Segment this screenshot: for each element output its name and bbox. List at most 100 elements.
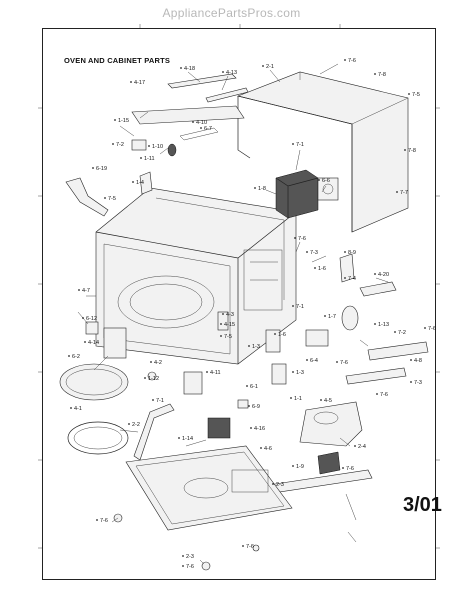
part-callout: 7-3 (414, 380, 422, 386)
part-callout: 4-16 (254, 426, 265, 432)
callout-dot (78, 289, 80, 291)
part-callout: 7-1 (296, 304, 304, 310)
part-callout: 2-4 (358, 444, 366, 450)
part-callout: 7-7 (400, 190, 408, 196)
part-callout: 1-8 (258, 186, 266, 192)
part-callout: 7-5 (412, 92, 420, 98)
part-callout: 4-2 (154, 360, 162, 366)
part-callout: 1-9 (296, 464, 304, 470)
callout-dot (272, 483, 274, 485)
callout-dot (104, 197, 106, 199)
callout-dot (246, 385, 248, 387)
part-callout: 1-1 (294, 396, 302, 402)
part-callout: 7-6 (380, 392, 388, 398)
callout-dot (344, 59, 346, 61)
callout-dot (318, 179, 320, 181)
part-callout: 1-7 (328, 314, 336, 320)
callout-dot (220, 335, 222, 337)
part-callout: 7-1 (296, 142, 304, 148)
callout-dot (262, 65, 264, 67)
part-callout: 4-6 (264, 446, 272, 452)
part-callout: 1-15 (118, 118, 129, 124)
part-callout: 7-5 (108, 196, 116, 202)
part-callout: 2-2 (132, 422, 140, 428)
part-callout: 2-3 (276, 482, 284, 488)
callout-dot (180, 67, 182, 69)
callout-dot (250, 427, 252, 429)
part-callout: 6-7 (204, 126, 212, 132)
callout-dot (408, 93, 410, 95)
part-callout: 4-8 (414, 358, 422, 364)
diagram-title: OVEN AND CABINET PARTS (64, 56, 171, 65)
callout-dot (182, 565, 184, 567)
callout-dot (150, 361, 152, 363)
part-callout: 6-9 (252, 404, 260, 410)
part-callout: 7-6 (348, 58, 356, 64)
callout-dot (68, 355, 70, 357)
page-code: 3/01 (403, 494, 442, 516)
callout-dot (144, 377, 146, 379)
callout-dot (320, 399, 322, 401)
callout-dot (410, 381, 412, 383)
callout-dot (206, 371, 208, 373)
watermark-text: AppliancePartsPros.com (162, 6, 301, 20)
part-callout: 7-4 (348, 276, 356, 282)
callout-dot (178, 437, 180, 439)
callout-dot (294, 237, 296, 239)
callout-dot (376, 393, 378, 395)
part-callout: 1-13 (378, 322, 389, 328)
callout-dot (306, 251, 308, 253)
callout-dot (248, 405, 250, 407)
callout-dot (396, 191, 398, 193)
part-callout: 4-10 (196, 120, 207, 126)
callout-dot (424, 327, 426, 329)
part-callout: 1-3 (296, 370, 304, 376)
callout-dot (292, 371, 294, 373)
part-callout: 1-14 (182, 436, 193, 442)
callout-dot (220, 323, 222, 325)
callout-dot (192, 121, 194, 123)
magnetron (317, 177, 339, 201)
callout-dot (182, 555, 184, 557)
part-callout: 2-3 (186, 554, 194, 560)
fan-motor (261, 401, 373, 521)
part-callout: 7-6 (186, 564, 194, 570)
part-callout: 6-6 (322, 178, 330, 184)
callout-dot (354, 445, 356, 447)
callout-dot (306, 359, 308, 361)
callout-dot (222, 313, 224, 315)
part-callout: 1-11 (144, 156, 155, 162)
callout-dot (410, 359, 412, 361)
part-callout: 4-11 (210, 370, 221, 376)
callout-dot (242, 545, 244, 547)
transformer (275, 169, 319, 219)
part-callout: 4-18 (184, 66, 195, 72)
callout-dot (152, 399, 154, 401)
callout-dot (140, 157, 142, 159)
part-callout: 7-6 (346, 466, 354, 472)
part-callout: 4-5 (324, 398, 332, 404)
part-callout: 7-2 (398, 330, 406, 336)
top-rails (131, 73, 249, 141)
part-callout: 7-5 (224, 334, 232, 340)
part-callout: 6-4 (310, 358, 318, 364)
part-callout: 7-6 (298, 236, 306, 242)
callout-dot (254, 187, 256, 189)
callout-dot (82, 317, 84, 319)
frame-ticks (38, 24, 440, 549)
callout-dot (114, 119, 116, 121)
diagram-frame (42, 28, 436, 580)
callout-dot (148, 145, 150, 147)
callout-dot (248, 345, 250, 347)
base-plate (113, 445, 293, 571)
callout-dot (394, 331, 396, 333)
part-callout: 1-4 (136, 180, 144, 186)
callout-dot (130, 81, 132, 83)
center-parts (85, 311, 249, 461)
part-callout: 7-3 (310, 250, 318, 256)
callout-dot (324, 315, 326, 317)
callout-dot (404, 149, 406, 151)
turntable (59, 363, 129, 455)
part-callout: 7-2 (116, 142, 124, 148)
